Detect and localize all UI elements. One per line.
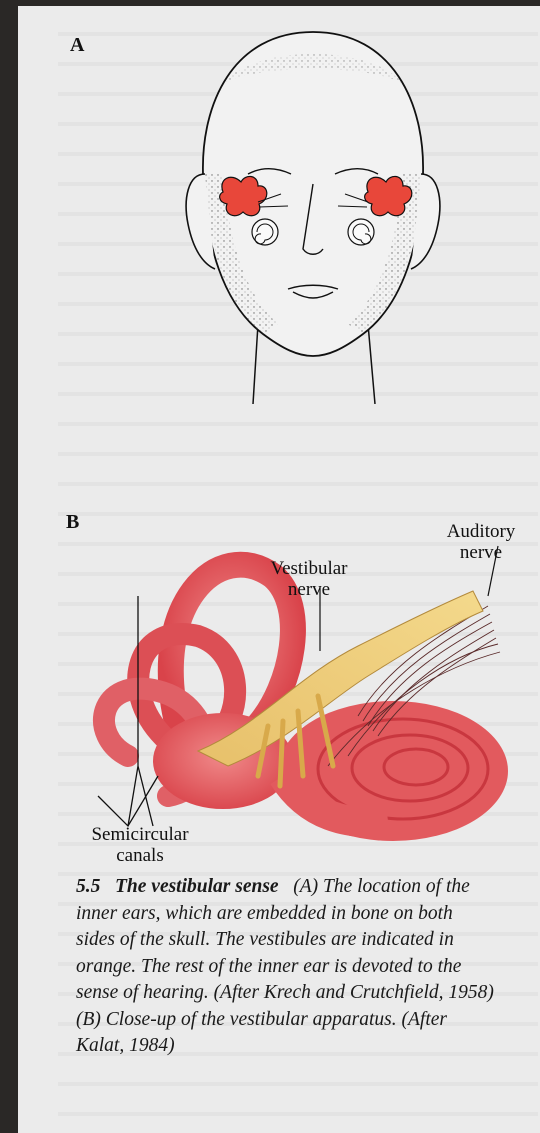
figure-caption-text: (A) The location of the inner ears, whic…	[76, 876, 494, 1056]
figure-number: 5.5	[76, 876, 100, 897]
figure-title: The vestibular sense	[115, 876, 279, 897]
panel-a-letter: A	[70, 34, 84, 57]
book-page: A	[18, 6, 540, 1133]
figure-caption: 5.5 The vestibular sense (A) The locatio…	[76, 874, 496, 1060]
head-illustration	[163, 24, 463, 404]
